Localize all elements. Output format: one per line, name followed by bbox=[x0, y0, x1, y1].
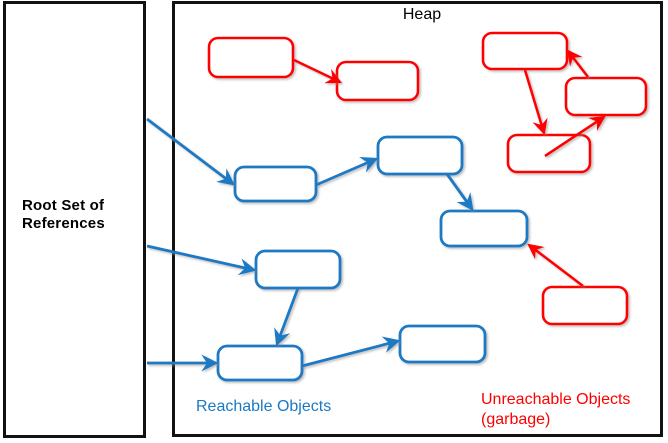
root-set-label: Root Set of References bbox=[22, 197, 105, 232]
edge-r1-r2 bbox=[315, 157, 379, 187]
edge-root-r4 bbox=[146, 244, 257, 276]
reachable-object-r2[interactable] bbox=[376, 135, 464, 176]
edge-r2-r3 bbox=[445, 173, 474, 211]
edge-r5-r6 bbox=[301, 336, 401, 368]
reachable-objects-label: Reachable Objects bbox=[196, 398, 332, 415]
edge-r4-r5 bbox=[274, 287, 300, 347]
reachable-object-r1[interactable] bbox=[233, 165, 318, 203]
edge-root-r1 bbox=[146, 117, 235, 186]
reachable-object-r3[interactable] bbox=[439, 209, 529, 248]
reachable-object-r4[interactable] bbox=[254, 249, 342, 290]
unreachable-edges bbox=[293, 49, 606, 288]
unreachable-object-u2[interactable] bbox=[335, 60, 420, 102]
root-set-panel bbox=[3, 1, 146, 438]
edge-u1-u2 bbox=[293, 58, 343, 84]
reachable-object-r6[interactable] bbox=[398, 324, 487, 364]
unreachable-object-u3[interactable] bbox=[481, 31, 569, 71]
edge-u6-r3 bbox=[527, 243, 584, 288]
reachable-edges bbox=[146, 117, 474, 372]
edge-u5-u4 bbox=[544, 115, 606, 158]
edge-u4-u3 bbox=[566, 49, 590, 78]
unreachable-object-u1[interactable] bbox=[207, 36, 295, 79]
heap-title: Heap bbox=[402, 6, 442, 23]
unreachable-object-u6[interactable] bbox=[541, 285, 629, 326]
reachable-object-r5[interactable] bbox=[216, 344, 304, 382]
unreachable-object-group bbox=[207, 31, 648, 326]
unreachable-objects-label: Unreachable Objects (garbage) bbox=[481, 391, 631, 428]
edge-u3-u5 bbox=[523, 69, 548, 136]
unreachable-object-u4[interactable] bbox=[564, 76, 648, 117]
